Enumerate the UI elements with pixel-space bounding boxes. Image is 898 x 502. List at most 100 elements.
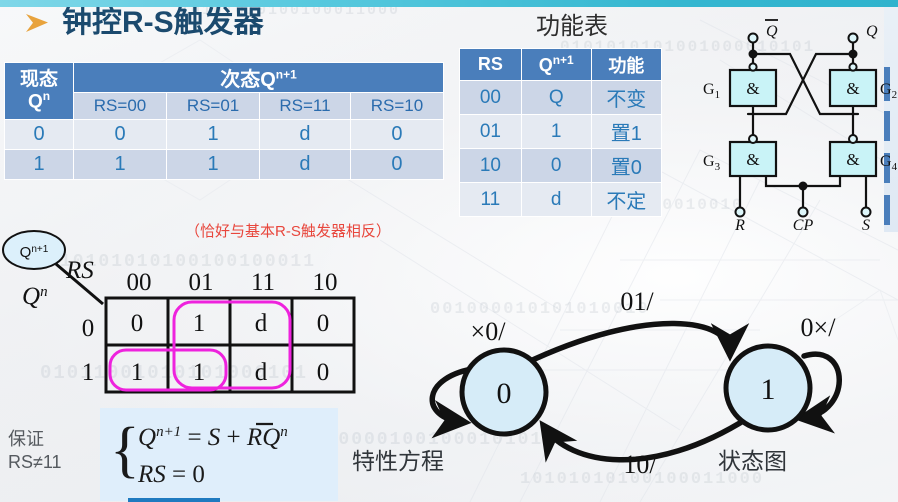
cell-rs: 11 [459, 182, 522, 217]
table-row: 现态 Qn 次态Qn+1 [4, 62, 444, 120]
label-g1: G1 [703, 81, 720, 101]
cell-rs: 01 [459, 114, 522, 149]
table-row: 1 1 1 d 0 [4, 149, 445, 180]
terminal-r [734, 206, 746, 218]
cell-value: 0 [72, 119, 168, 150]
self-loop-0 [429, 365, 481, 439]
kmap-cell: 1 [193, 310, 206, 337]
next-state-subheader: RS=11 [259, 92, 351, 120]
state-node-0 [459, 347, 549, 437]
row-state: 0 [4, 119, 74, 150]
characteristic-equation-label: 特性方程 [352, 448, 444, 474]
cell-value: 0 [349, 149, 445, 180]
slide-title-row: 钟控R-S触发器 [22, 8, 264, 38]
terminal-q [847, 32, 859, 44]
state-label-1: 1 [761, 373, 776, 406]
gate-box [728, 68, 878, 178]
kmap-col-header: 00 [127, 269, 152, 296]
right-side-strip [884, 7, 898, 232]
function-table-header: Qn+1 [520, 48, 592, 81]
guarantee-note: 保证 RS≠11 [8, 429, 62, 473]
row-state: 1 [4, 149, 74, 180]
cell-q: 1 [520, 114, 592, 149]
state-label-0: 0 [497, 377, 512, 410]
label-qbar: Q [765, 19, 778, 40]
arrow-bullet-icon [26, 14, 48, 32]
gate-symbol: & [746, 150, 759, 169]
table-row: 00 Q 不变 [459, 80, 663, 115]
cell-q: 0 [520, 148, 592, 183]
gate-symbol: & [846, 79, 859, 98]
cell-value: 1 [72, 149, 168, 180]
cell-q: Q [520, 80, 592, 115]
function-table: RS Qn+1 功能 00 Q 不变 01 1 置1 10 0 置0 11 d … [459, 48, 663, 217]
kmap-loop-row1-cols-00-01 [108, 348, 228, 392]
label-g3: G3 [703, 153, 721, 173]
equation-line2: RS = 0 [137, 461, 205, 488]
label-r: R [734, 217, 745, 232]
gate-symbol: & [846, 150, 859, 169]
cell-function: 不变 [590, 80, 663, 115]
next-state-subheader: RS=00 [72, 92, 168, 120]
next-state-span-header: 次态Qn+1 [73, 62, 444, 93]
edge-0-to-1 [521, 320, 750, 367]
cell-value: d [259, 119, 351, 150]
kmap-col-header: 01 [189, 269, 214, 296]
function-table-header: 功能 [590, 48, 663, 81]
cell-rs: 10 [459, 148, 522, 183]
kmap-divider [55, 262, 104, 306]
rs-flipflop-circuit-diagram: & & & & [700, 6, 898, 234]
transition-label-x0: ×0/ [471, 317, 507, 346]
cell-q: d [520, 182, 592, 217]
kmap-cell: 1 [193, 359, 206, 386]
cell-rs: 00 [459, 80, 522, 115]
terminal-cp [797, 206, 809, 218]
kmap-row-var: Qn [22, 283, 48, 310]
kmap-cell: 0 [131, 310, 144, 337]
table-row: RS Qn+1 功能 [459, 48, 663, 81]
red-annotation: （恰好与基本R-S触发器相反） [185, 223, 391, 240]
kmap-row-header: 0 [82, 315, 95, 342]
kmap-cell: d [255, 359, 268, 386]
svg-text:Q: Q [766, 23, 778, 40]
kmap-loop-cols-01-11 [172, 300, 292, 390]
cell-value: 1 [166, 149, 261, 180]
equation-brace: { [110, 416, 140, 484]
kmap-col-header: 10 [313, 269, 338, 296]
label-s: S [862, 217, 870, 232]
kmap-bubble [2, 230, 66, 270]
junction-dot [748, 49, 758, 59]
label-q: Q [866, 23, 878, 40]
kmap-cell: 0 [317, 310, 330, 337]
cell-value: 1 [166, 119, 261, 150]
junction-dot [848, 49, 858, 59]
label-g4: G4 [880, 153, 898, 173]
kmap-col-header: 11 [251, 269, 275, 296]
cell-function: 不定 [590, 182, 663, 217]
table-row: 0 0 1 d 0 [4, 119, 445, 150]
page-title: 钟控R-S触发器 [62, 6, 264, 39]
function-table-header: RS [459, 48, 522, 81]
table-row: 01 1 置1 [459, 114, 663, 149]
junction-dot [798, 181, 808, 191]
state-node-1 [723, 343, 813, 433]
next-state-corner-header: 现态 Qn [4, 62, 74, 120]
label-cp: CP [793, 217, 814, 232]
transition-label-10: 10/ [623, 450, 657, 479]
kmap-col-var: RS [65, 257, 94, 284]
next-state-subheader: RS=01 [166, 92, 261, 120]
top-accent-bar [0, 0, 898, 7]
function-table-title: 功能表 [536, 13, 608, 40]
kmap-row-header: 1 [82, 359, 95, 386]
kmap-cell: 1 [131, 359, 144, 386]
kmap-cell: d [255, 310, 268, 337]
cell-function: 置0 [590, 148, 663, 183]
cell-function: 置1 [590, 114, 663, 149]
self-loop-1 [794, 351, 842, 434]
cell-value: d [259, 149, 351, 180]
gate-symbol: & [746, 79, 759, 98]
equation-underline [128, 498, 220, 502]
characteristic-equation-block: { Qn+1 = S + RQn RS = 0 [100, 408, 338, 502]
transition-label-01: 01/ [620, 287, 654, 316]
